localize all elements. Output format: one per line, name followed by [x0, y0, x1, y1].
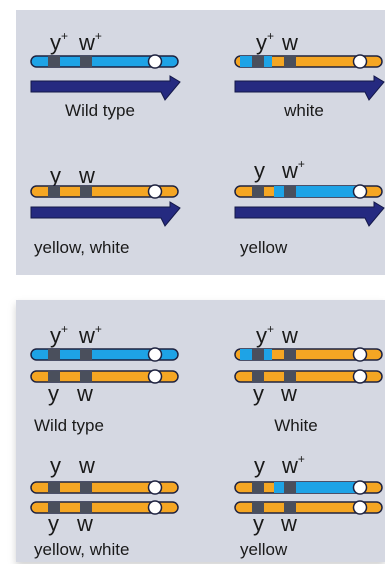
y-gene-marker	[48, 56, 60, 67]
phenotype-caption: white	[283, 101, 324, 120]
allele-y-label: y+	[50, 29, 68, 55]
phenotype-caption: yellow, white	[34, 540, 129, 559]
top-cell-yellow: y w+ yellow	[234, 157, 385, 257]
centromere	[147, 184, 163, 199]
lower-w-label: w	[280, 511, 297, 536]
phenotype-caption: yellow, white	[34, 238, 129, 257]
allele-w-label: w+	[281, 157, 305, 183]
lower-y-label: y	[48, 511, 59, 536]
lower-y-label: y	[253, 381, 264, 406]
bottom-cell-white: y+ w y w White	[234, 322, 383, 435]
allele-w-label: w+	[281, 452, 305, 478]
centromere	[147, 54, 163, 69]
x-chromosome-lower	[30, 500, 179, 515]
allele-y-label: y+	[256, 29, 274, 55]
y-gene-marker	[48, 186, 60, 197]
phenotype-caption: White	[274, 416, 317, 435]
lower-w-label: w	[280, 381, 297, 406]
w-gene-marker	[80, 186, 92, 197]
w-gene-marker	[284, 186, 296, 197]
x-chromosome-upper	[234, 347, 383, 362]
phenotype-caption: Wild type	[65, 101, 135, 120]
y-chromosome	[234, 75, 385, 101]
x-chromosome-upper	[234, 480, 383, 495]
allele-y-label: y	[254, 158, 265, 183]
panel-bottom	[16, 300, 385, 562]
x-chromosome-lower	[30, 369, 179, 384]
allele-y-label: y	[254, 453, 265, 478]
x-chromosome-upper	[30, 480, 179, 495]
allele-y-label: y+	[256, 322, 274, 348]
allele-w-label: w+	[78, 322, 102, 348]
x-chromosome	[234, 54, 383, 69]
panel-top	[16, 10, 385, 275]
top-cell-wild-type: y+ w+ Wild type	[30, 29, 181, 120]
allele-w-label: w	[78, 453, 95, 478]
lower-y-label: y	[253, 511, 264, 536]
allele-y-label: y	[50, 453, 61, 478]
bottom-cell-wild-type: y+ w+ y w Wild type	[30, 322, 179, 435]
centromere	[352, 54, 368, 69]
centromere	[352, 184, 368, 199]
bottom-cell-yellow-white: y w y w yellow, white	[30, 453, 179, 559]
allele-w-label: w+	[78, 29, 102, 55]
bottom-cell-yellow: y w+ y w yellow	[234, 452, 383, 559]
w-gene-marker	[80, 56, 92, 67]
allele-w-label: w	[78, 163, 95, 188]
lower-y-label: y	[48, 381, 59, 406]
y-gene-marker	[252, 56, 264, 67]
x-chromosome	[30, 184, 179, 199]
x-chromosome-upper	[30, 347, 179, 362]
allele-w-label: w	[281, 323, 298, 348]
top-cell-white: y+ w white	[234, 29, 385, 120]
top-cell-yellow-white: y w yellow, white	[30, 163, 181, 257]
y-chromosome	[234, 201, 385, 227]
x-chromosome-lower	[234, 369, 383, 384]
w-gene-marker	[284, 56, 296, 67]
allele-w-label: w	[281, 30, 298, 55]
x-chromosome-lower	[234, 500, 383, 515]
phenotype-caption: yellow	[240, 540, 288, 559]
phenotype-caption: Wild type	[34, 416, 104, 435]
x-chromosome	[30, 54, 179, 69]
phenotype-caption: yellow	[240, 238, 288, 257]
lower-w-label: w	[76, 381, 93, 406]
allele-y-label: y	[50, 163, 61, 188]
y-gene-marker	[252, 186, 264, 197]
lower-w-label: w	[76, 511, 93, 536]
y-chromosome	[30, 75, 181, 101]
allele-y-label: y+	[50, 322, 68, 348]
x-chromosome	[234, 184, 383, 199]
y-chromosome	[30, 201, 181, 227]
